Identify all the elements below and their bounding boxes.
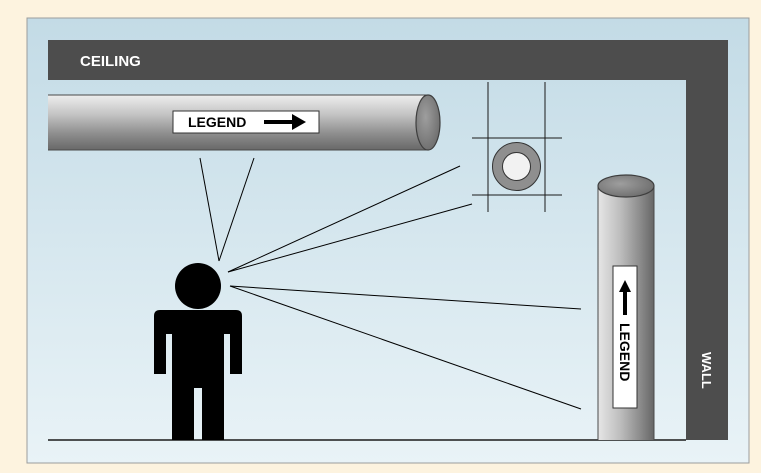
ceiling-band: [48, 40, 728, 80]
vertical-legend-text: LEGEND: [617, 323, 633, 381]
horizontal-pipe-end: [415, 94, 441, 151]
horizontal-legend-text: LEGEND: [188, 114, 246, 130]
sight-lines: [199, 157, 582, 410]
vertical-pipe-end: [597, 174, 655, 198]
right-arrow-icon: [264, 114, 306, 130]
up-arrow-icon: [619, 280, 631, 315]
horizontal-legend-label: LEGEND: [172, 110, 320, 134]
ceiling-label: CEILING: [80, 53, 141, 70]
pipe-cross-section: [472, 82, 562, 212]
wall-band: [686, 40, 728, 440]
vertical-legend-label: LEGEND: [612, 265, 638, 409]
person-silhouette: [154, 263, 242, 440]
wall-label: WALL: [699, 352, 714, 389]
